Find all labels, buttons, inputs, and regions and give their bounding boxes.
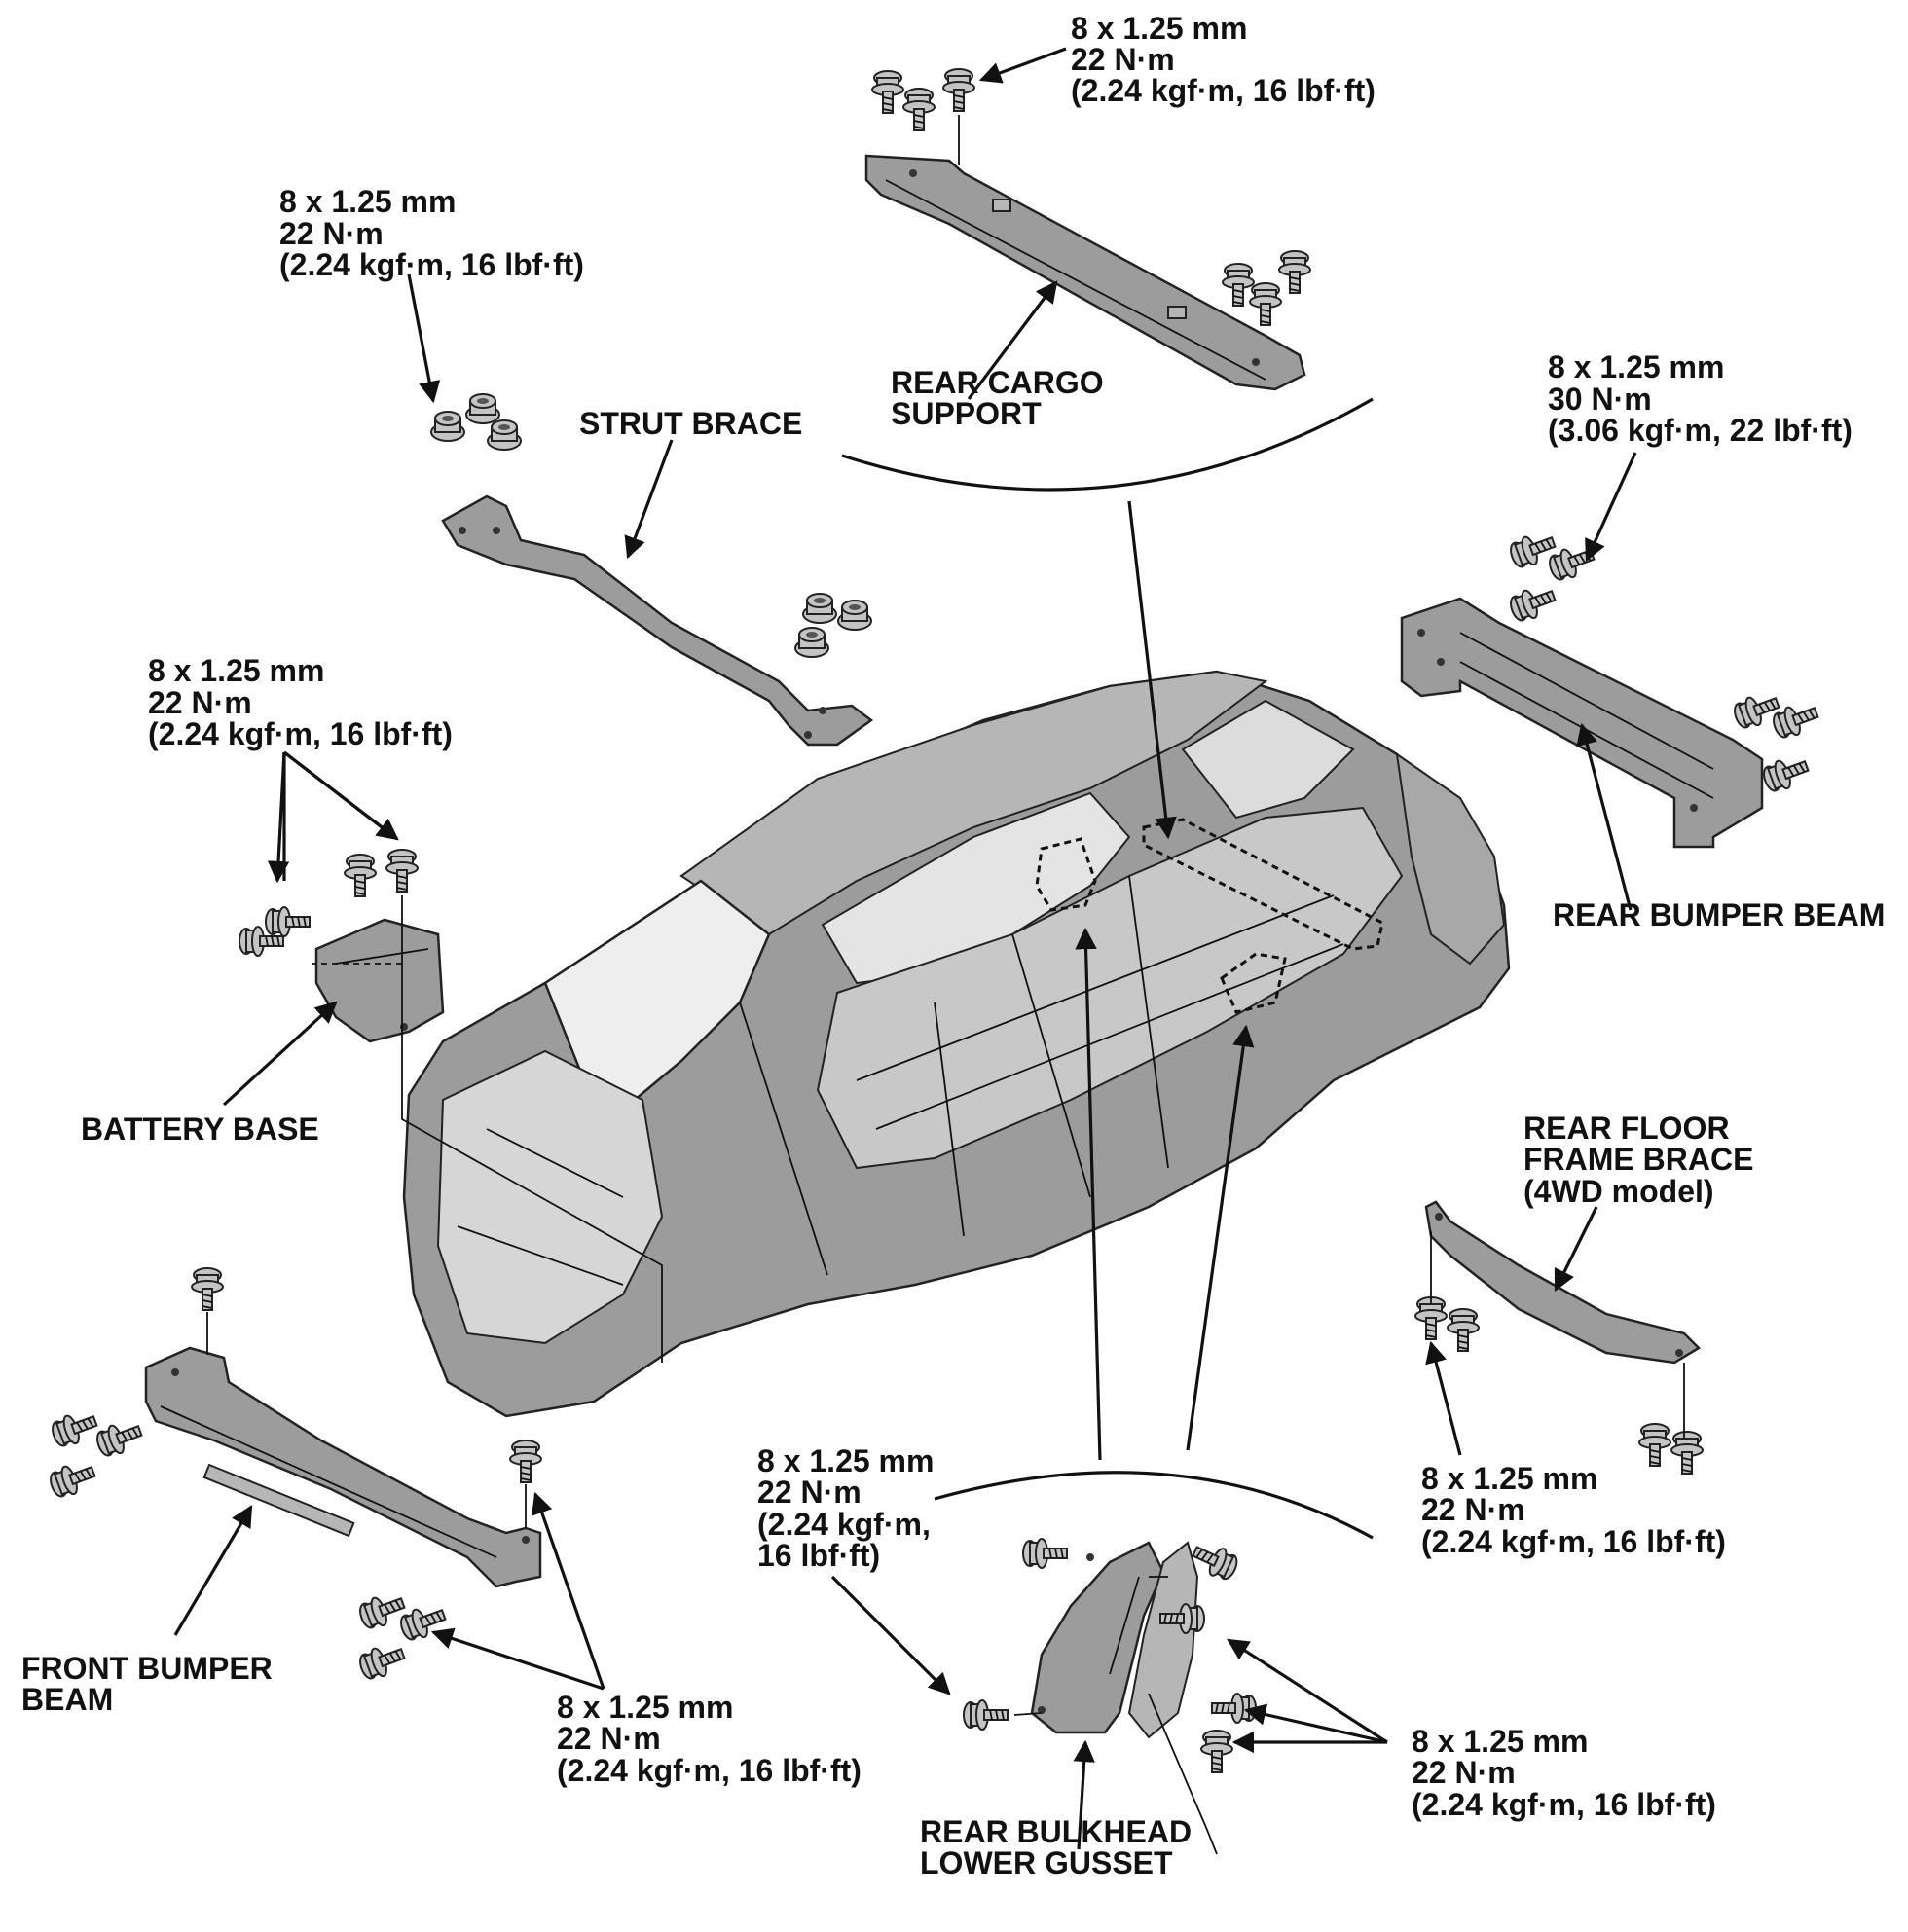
label-rear-bulkhead-lower-gusset: REAR BULKHEAD LOWER GUSSET — [920, 1814, 1192, 1880]
spec-torque-alt: (2.24 kgf·m, 16 lbf·ft) — [279, 247, 584, 282]
spec-torque-alt: (3.06 kgf·m, 22 lbf·ft) — [1548, 413, 1853, 448]
part-note: (4WD model) — [1523, 1174, 1714, 1209]
spec-torque-alt: (2.24 kgf·m, 16 lbf·ft) — [1421, 1524, 1726, 1559]
part-name: FRONT BUMPER — [21, 1651, 273, 1686]
label-rear-bumper-beam: REAR BUMPER BEAM — [1553, 897, 1885, 932]
label-rear-bumper-spec: 8 x 1.25 mm 30 N·m (3.06 kgf·m, 22 lbf·f… — [1548, 349, 1853, 448]
spec-size: 8 x 1.25 mm — [279, 184, 456, 219]
spec-size: 8 x 1.25 mm — [148, 653, 324, 688]
label-rear-floor-spec: 8 x 1.25 mm 22 N·m (2.24 kgf·m, 16 lbf·f… — [1421, 1461, 1726, 1559]
spec-size: 8 x 1.25 mm — [757, 1443, 934, 1478]
label-front-bumper-beam: FRONT BUMPER BEAM — [21, 1651, 273, 1717]
car-body-shell — [402, 670, 1511, 1418]
spec-torque: 22 N·m — [1421, 1492, 1525, 1527]
label-strut-brace: STRUT BRACE — [579, 406, 802, 441]
spec-size: 8 x 1.25 mm — [1071, 11, 1247, 46]
spec-torque-alt: (2.24 kgf·m, 16 lbf·ft) — [557, 1753, 862, 1788]
part-name: BEAM — [21, 1682, 113, 1717]
spec-size: 8 x 1.25 mm — [1421, 1461, 1597, 1496]
part-name: SUPPORT — [891, 396, 1042, 431]
spec-torque: 30 N·m — [1548, 382, 1652, 417]
part-name: REAR FLOOR — [1523, 1111, 1730, 1146]
label-rear-cargo-spec: 8 x 1.25 mm 22 N·m (2.24 kgf·m, 16 lbf·f… — [1071, 11, 1376, 108]
label-strut-spec: 8 x 1.25 mm 22 N·m (2.24 kgf·m, 16 lbf·f… — [279, 184, 584, 282]
front-bumper-beam-part — [144, 1346, 542, 1588]
rear-floor-frame-brace-part — [1424, 1200, 1702, 1365]
spec-torque-alt: (2.24 kgf·m, 16 lbf·ft) — [148, 716, 453, 751]
spec-torque: 22 N·m — [757, 1475, 862, 1510]
label-battery-base: BATTERY BASE — [81, 1112, 319, 1147]
spec-size: 8 x 1.25 mm — [1412, 1724, 1588, 1759]
spec-torque: 22 N·m — [1071, 42, 1175, 77]
spec-size: 8 x 1.25 mm — [557, 1690, 733, 1725]
spec-torque: 22 N·m — [148, 685, 252, 720]
battery-base-part — [314, 918, 445, 1043]
spec-torque-alt: (2.24 kgf·m, 16 lbf·ft) — [1412, 1787, 1716, 1822]
label-battery-spec: 8 x 1.25 mm 22 N·m (2.24 kgf·m, 16 lbf·f… — [148, 653, 453, 751]
strut-brace-part — [441, 494, 874, 747]
part-name: LOWER GUSSET — [920, 1845, 1173, 1880]
spec-torque-alt: 16 lbf·ft) — [757, 1538, 880, 1573]
label-gusset-right-spec: 8 x 1.25 mm 22 N·m (2.24 kgf·m, 16 lbf·f… — [1412, 1724, 1716, 1822]
spec-torque: 22 N·m — [557, 1721, 661, 1756]
spec-torque-alt: (2.24 kgf·m, — [757, 1507, 931, 1542]
leader-arrows — [173, 47, 1637, 1850]
part-name: REAR CARGO — [891, 365, 1104, 400]
spec-torque: 22 N·m — [279, 216, 384, 251]
rear-bulkhead-lower-gusset-part — [1030, 1541, 1199, 1739]
label-gusset-left-spec: 8 x 1.25 mm 22 N·m (2.24 kgf·m, 16 lbf·f… — [757, 1443, 934, 1573]
part-name: FRAME BRACE — [1523, 1142, 1753, 1177]
label-front-bumper-spec: 8 x 1.25 mm 22 N·m (2.24 kgf·m, 16 lbf·f… — [557, 1690, 862, 1788]
rear-cargo-support-part — [864, 154, 1306, 391]
label-rear-cargo-support: REAR CARGO SUPPORT — [891, 365, 1104, 431]
spec-torque: 22 N·m — [1412, 1755, 1516, 1790]
spec-torque-alt: (2.24 kgf·m, 16 lbf·ft) — [1071, 73, 1376, 108]
part-name: REAR BULKHEAD — [920, 1814, 1192, 1849]
spec-size: 8 x 1.25 mm — [1548, 349, 1724, 384]
label-rear-floor-frame-brace: REAR FLOOR FRAME BRACE (4WD model) — [1523, 1111, 1753, 1209]
